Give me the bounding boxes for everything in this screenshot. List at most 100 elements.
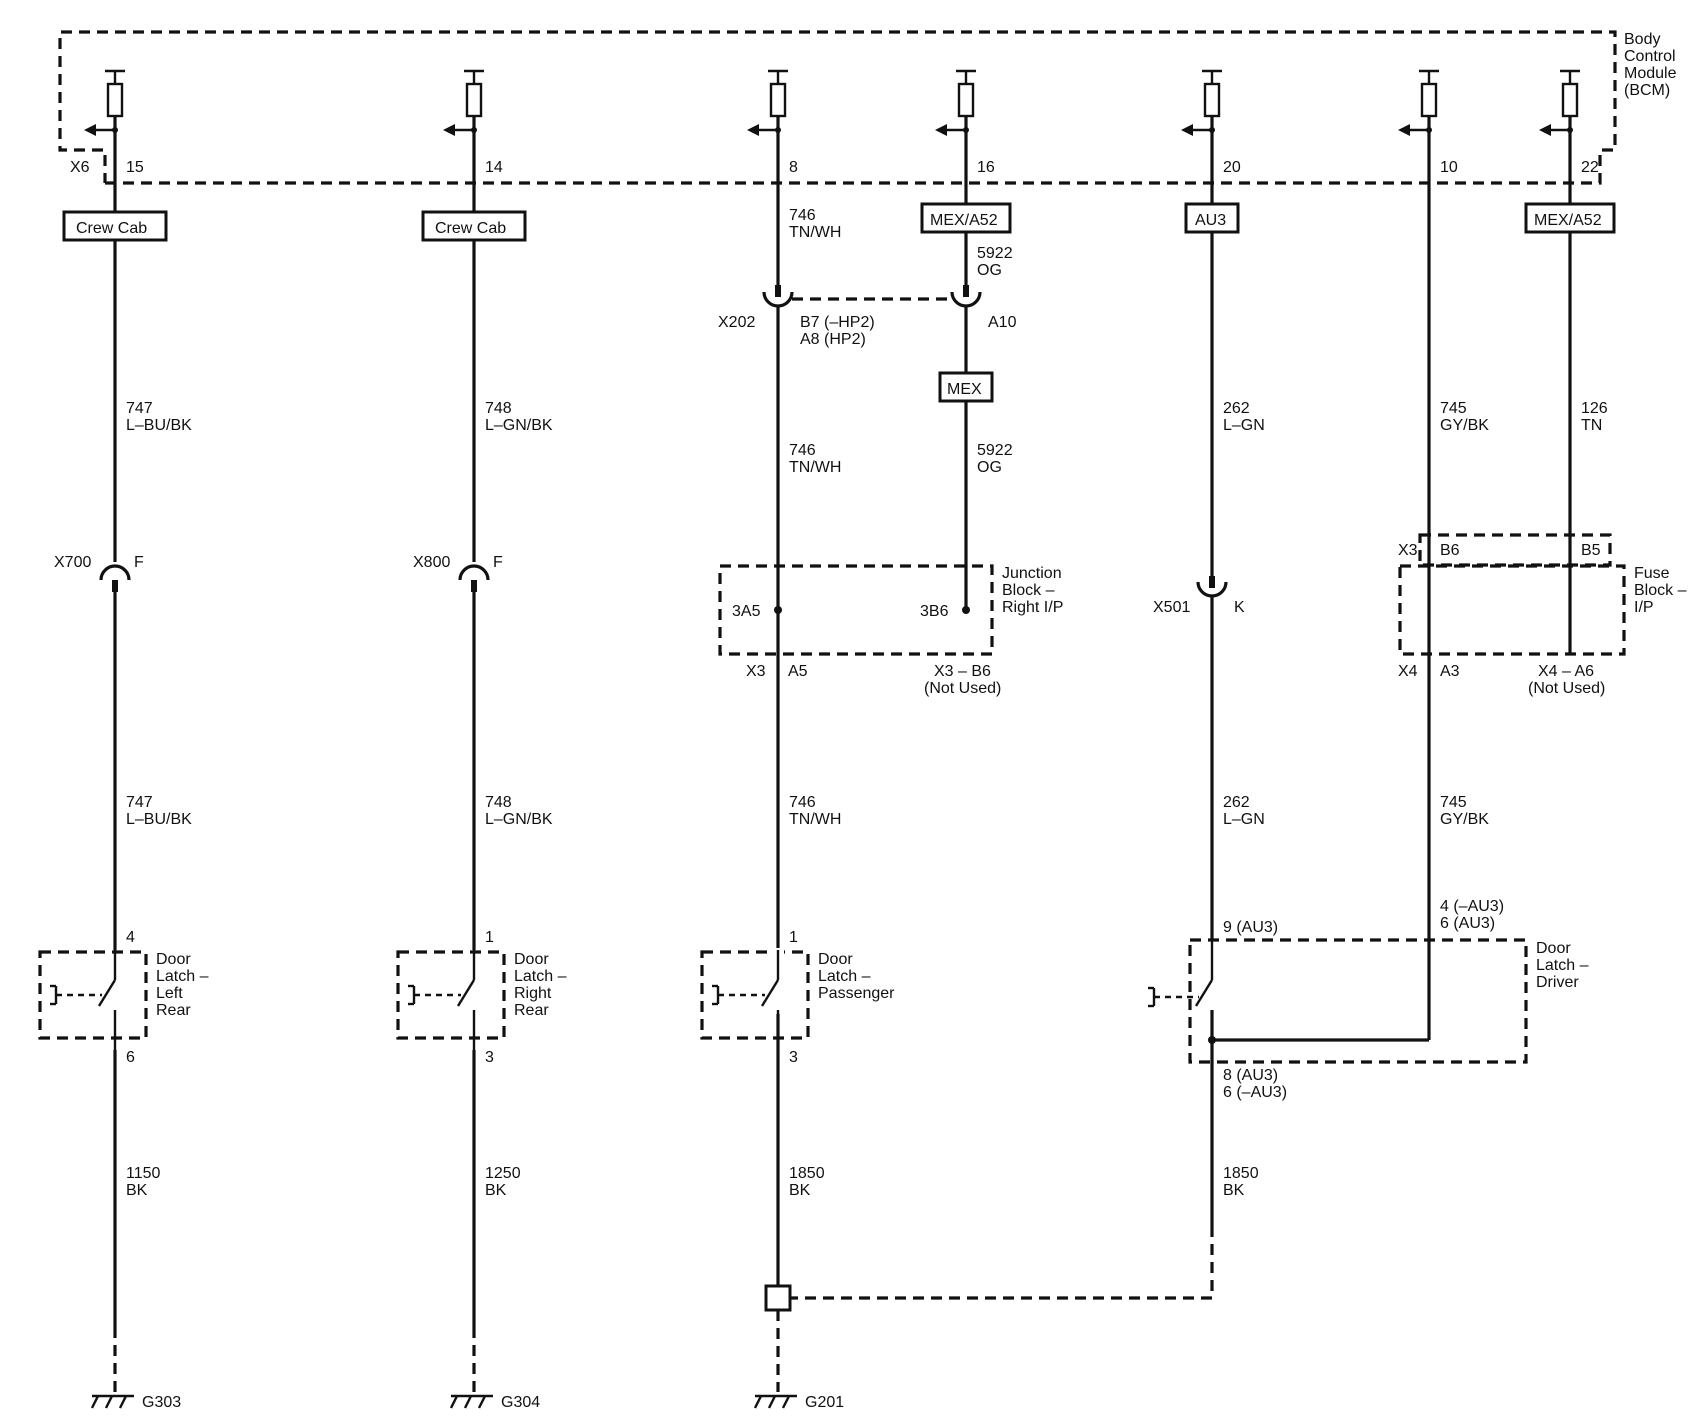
wire-5922-b-number: 5922 (977, 442, 1013, 459)
bcm-driver-pin-8 (747, 69, 788, 183)
wire-745-mid-color: GY/BK (1440, 811, 1489, 828)
fb-pin-b5: B5 (1581, 542, 1601, 559)
bcm-label-3: Module (1624, 65, 1677, 82)
ground-g303: G303 (90, 1394, 181, 1411)
wire-745-top-number: 745 (1440, 400, 1467, 417)
wire-746-b-color: TN/WH (789, 459, 841, 476)
x202-label: X202 (718, 314, 755, 331)
bcm-driver-pin-10 (1398, 69, 1439, 183)
jb-a5-label: A5 (788, 663, 808, 680)
wire-748-top-number: 748 (485, 400, 512, 417)
bcm-driver-pin-20 (1181, 69, 1222, 183)
option-crew-cab-1-label: Crew Cab (76, 220, 147, 237)
bcm-pin-numbers: 15 14 8 16 20 10 22 (126, 159, 1599, 176)
jb-x3-b6-label: X3 – B6 (934, 663, 991, 680)
fuse-block-ip: X3 Fuse Block – I/P (1398, 533, 1687, 656)
door-latch-passenger (700, 950, 810, 1040)
circuit-126: MEX/A52 126 TN B5 X4 – A6 (Not Used) (1524, 183, 1616, 697)
wire-1850-b-number: 1850 (1223, 1165, 1259, 1182)
door-drv-pin-right-2: 6 (AU3) (1440, 915, 1495, 932)
x501-label: X501 (1153, 599, 1190, 616)
ground-g201-label: G201 (805, 1394, 844, 1411)
wire-262-top-number: 262 (1223, 400, 1250, 417)
door-latch-left-rear (38, 950, 148, 1040)
door-drv-pin-bot-2: 6 (–AU3) (1223, 1084, 1287, 1101)
wire-1850-a-number: 1850 (789, 1165, 825, 1182)
jb-not-used-label: (Not Used) (924, 680, 1001, 697)
fb-label-2: Block – (1634, 582, 1687, 599)
fb-label-3: I/P (1634, 599, 1654, 616)
door-rr-label-4: Rear (514, 1002, 549, 1019)
option-crew-cab-1 (62, 210, 168, 242)
junction-block-right-ip: Junction Block – Right I/P (718, 564, 1063, 656)
door-rr-label-2: Latch – (514, 968, 567, 985)
bcm-connector-label: X6 (70, 159, 90, 176)
jb-x3-label: X3 (746, 663, 766, 680)
circuit-driver: AU3 262 L–GN X501 K 262 L–GN 9 (AU3) 8 (… (790, 183, 1429, 1300)
jb-label-1: Junction (1002, 565, 1062, 582)
option-mex-a52-2-label: MEX/A52 (1534, 212, 1602, 229)
ground-g304-label: G304 (501, 1394, 540, 1411)
wire-748-top-color: L–GN/BK (485, 417, 553, 434)
door-lr-label-2: Latch – (156, 968, 209, 985)
bcm-pin-10: 10 (1440, 159, 1458, 176)
bcm-driver-pin-14 (443, 69, 484, 183)
x202-pin-a8: A8 (HP2) (800, 331, 866, 348)
option-mex-a52-1 (920, 202, 1012, 234)
wire-747-mid-color: L–BU/BK (126, 811, 192, 828)
circuit-745: 745 GY/BK B6 X4 A3 745 GY/BK 4 (–AU3) 6 … (1398, 183, 1504, 1040)
door-pass-pin-bot: 3 (789, 1049, 798, 1066)
circuit-left-rear: Crew Cab 747 L–BU/BK X700 F 747 L–BU/BK … (38, 183, 209, 1411)
door-drv-pin-right-1: 4 (–AU3) (1440, 898, 1504, 915)
door-rr-pin-top: 1 (485, 929, 494, 946)
ground-g304: G304 (449, 1394, 540, 1411)
bcm-label-2: Control (1624, 48, 1676, 65)
fb-not-used-label: (Not Used) (1528, 680, 1605, 697)
option-au3 (1184, 202, 1240, 234)
wire-262-top-color: L–GN (1223, 417, 1265, 434)
bcm-pin-20: 20 (1223, 159, 1241, 176)
door-pass-label-2: Latch – (818, 968, 871, 985)
fb-pin-b6: B6 (1440, 542, 1460, 559)
option-mex (938, 371, 994, 403)
jb-label-3: Right I/P (1002, 599, 1063, 616)
circuit-5922: MEX/A52 5922 OG A10 MEX 5922 OG 3B6 X3 –… (920, 183, 1017, 697)
fb-x4-a6-label: X4 – A6 (1538, 663, 1594, 680)
bcm-driver-pin-16 (935, 69, 976, 183)
wire-746-c-color: TN/WH (789, 811, 841, 828)
wire-746-a-color: TN/WH (789, 224, 841, 241)
door-lr-label-4: Rear (156, 1002, 191, 1019)
wire-1150-color: BK (126, 1182, 148, 1199)
wire-5922-a-number: 5922 (977, 245, 1013, 262)
wire-1850-b-color: BK (1223, 1182, 1245, 1199)
door-pass-pin-top: 1 (789, 929, 798, 946)
wire-746-a-number: 746 (789, 207, 816, 224)
wire-1850-a-color: BK (789, 1182, 811, 1199)
ground-g201: G201 (753, 1394, 844, 1411)
bcm-drivers (84, 69, 1580, 183)
wire-1250-color: BK (485, 1182, 507, 1199)
x700-label: X700 (54, 554, 91, 571)
x501-pin: K (1234, 599, 1245, 616)
wire-747-mid-number: 747 (126, 794, 153, 811)
door-rr-label-3: Right (514, 985, 552, 1002)
bcm-module: Body Control Module (BCM) X6 (58, 30, 1677, 185)
jb-pin-3a5: 3A5 (732, 603, 761, 620)
wire-1150-number: 1150 (126, 1165, 161, 1182)
door-pass-label-1: Door (818, 951, 853, 968)
circuit-right-rear: Crew Cab 748 L–GN/BK X800 F 748 L–GN/BK … (396, 183, 567, 1411)
wire-748-mid-number: 748 (485, 794, 512, 811)
circuit-passenger: 746 TN/WH X202 B7 (–HP2) A8 (HP2) 746 TN… (700, 183, 895, 1411)
door-rr-pin-bot: 3 (485, 1049, 494, 1066)
wire-262-mid-number: 262 (1223, 794, 1250, 811)
fb-label-1: Fuse (1634, 565, 1670, 582)
door-rr-label-1: Door (514, 951, 549, 968)
door-pass-label-3: Passenger (818, 985, 895, 1002)
x700-pin: F (134, 554, 144, 571)
bcm-driver-pin-15 (84, 69, 125, 183)
bcm-label-4: (BCM) (1624, 82, 1670, 99)
wire-746-b-number: 746 (789, 442, 816, 459)
wire-5922-a-color: OG (977, 262, 1002, 279)
jb-label-2: Block – (1002, 582, 1055, 599)
